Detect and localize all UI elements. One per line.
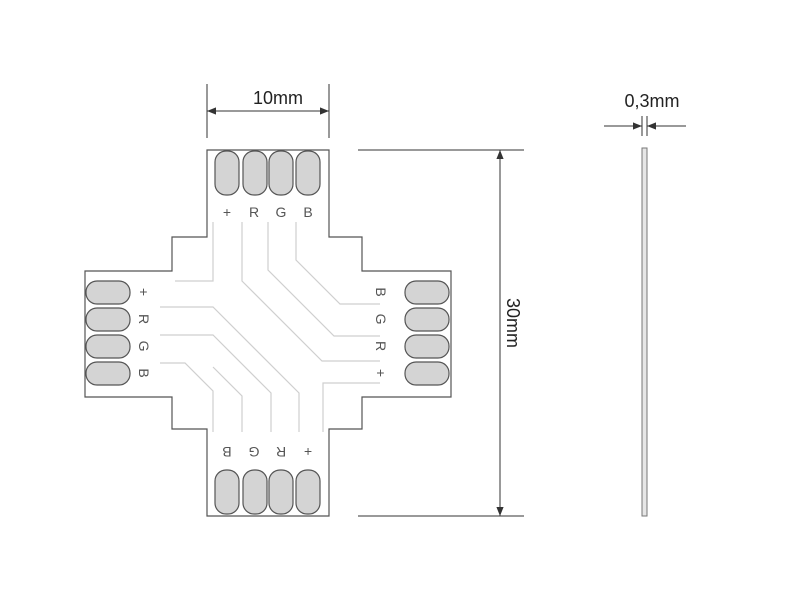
pad-label: +	[136, 288, 152, 296]
pad	[404, 307, 450, 332]
pad	[214, 469, 240, 515]
pad-label: +	[223, 204, 231, 220]
pad	[268, 150, 294, 196]
board-side-profile	[641, 147, 648, 517]
pad	[85, 361, 131, 386]
pad-label: B	[303, 204, 312, 220]
width-dimension	[206, 84, 330, 138]
pad-label: B	[222, 444, 231, 460]
pad	[85, 307, 131, 332]
width-dimension-label: 10mm	[253, 88, 303, 108]
pad-label: G	[249, 444, 260, 460]
pad	[242, 469, 268, 515]
pad	[404, 334, 450, 359]
top-pads	[214, 150, 321, 196]
pad-label: R	[373, 341, 389, 351]
pad	[404, 280, 450, 305]
left-labels: + R G B	[136, 288, 152, 378]
top-labels: + R G B	[223, 204, 313, 220]
right-labels: B G R +	[373, 287, 389, 377]
traces	[160, 222, 380, 432]
pad-label: R	[276, 444, 286, 460]
pad-label: +	[373, 369, 389, 377]
pad	[214, 150, 240, 196]
thickness-dimension	[604, 116, 686, 136]
bottom-labels: B G R +	[222, 444, 312, 460]
pad-label: B	[136, 368, 152, 377]
right-pads	[404, 280, 450, 386]
pad-label: +	[304, 444, 312, 460]
pad	[268, 469, 294, 515]
bottom-pads	[214, 469, 321, 515]
height-dimension	[358, 149, 524, 517]
thickness-dimension-label: 0,3mm	[624, 91, 679, 111]
height-dimension-label: 30mm	[503, 298, 523, 348]
pad	[85, 280, 131, 305]
pad-label: R	[136, 314, 152, 324]
pad	[242, 150, 268, 196]
pad	[295, 469, 321, 515]
pad	[295, 150, 321, 196]
pad	[85, 334, 131, 359]
pad-label: G	[136, 341, 152, 352]
pad-label: G	[276, 204, 287, 220]
pcb-outline	[84, 149, 452, 517]
pad-label: R	[249, 204, 259, 220]
pad	[404, 361, 450, 386]
pad-label: B	[373, 287, 389, 296]
pad-label: G	[373, 314, 389, 325]
left-pads	[85, 280, 131, 386]
